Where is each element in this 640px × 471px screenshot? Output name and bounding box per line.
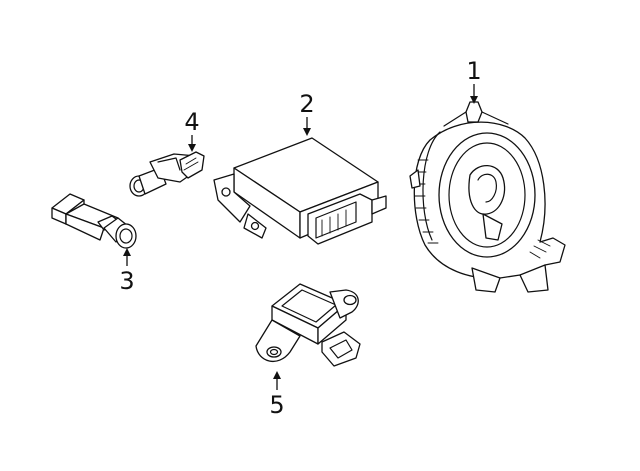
callout-2: 2 [299, 90, 315, 136]
arrowhead-2 [303, 128, 311, 136]
part-3-sensor [51, 193, 137, 249]
part-2-control-module [213, 137, 387, 245]
arrowhead-3 [123, 248, 131, 256]
callout-4: 4 [184, 108, 200, 152]
callout-label-3: 3 [119, 267, 134, 295]
part-1-clockspring [409, 101, 566, 293]
arrowhead-5 [273, 371, 281, 379]
part-5-sensor [255, 283, 361, 367]
arrowhead-1 [470, 96, 478, 104]
arrowhead-4 [188, 144, 196, 152]
callout-label-1: 1 [466, 57, 481, 85]
callout-label-2: 2 [299, 90, 314, 118]
part-4-sensor [129, 151, 205, 197]
callout-3: 3 [119, 248, 135, 295]
callout-1: 1 [466, 57, 482, 104]
callout-label-4: 4 [184, 108, 199, 136]
callout-5: 5 [269, 371, 285, 419]
callout-label-5: 5 [269, 391, 284, 419]
